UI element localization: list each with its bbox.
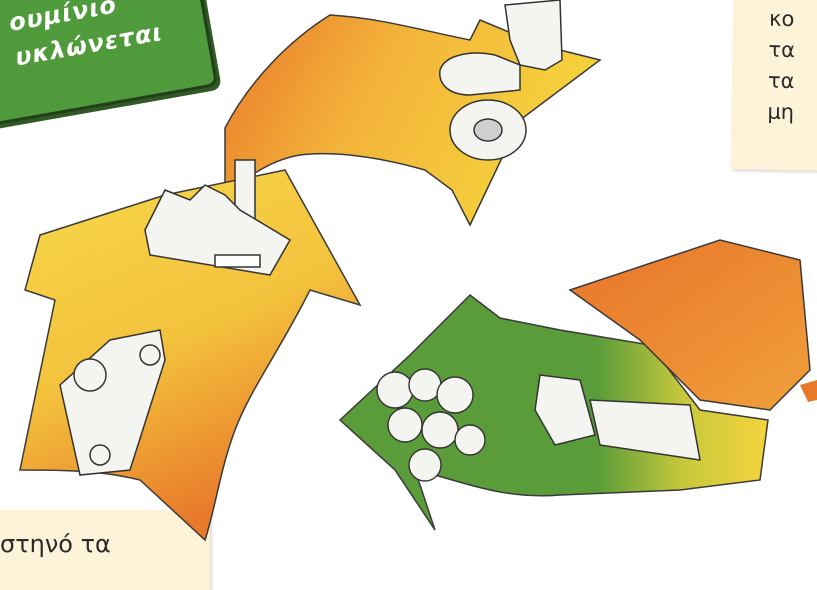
truck-wheel-sketch-2 — [140, 345, 160, 365]
bottom-arrow — [340, 240, 810, 530]
can-sketch-3 — [437, 377, 473, 413]
can-sketch-1 — [377, 372, 413, 408]
can-sketch-5 — [422, 412, 458, 448]
shoe-sketch — [440, 53, 520, 95]
can-sketch-2 — [409, 369, 441, 401]
truck-wheel-sketch — [74, 359, 106, 391]
left-arrow — [20, 160, 360, 540]
can-sketch-6 — [455, 425, 485, 455]
truck-wheel-sketch-3 — [90, 445, 110, 465]
can-rim-sketch — [474, 119, 502, 141]
factory-window-sketch — [215, 255, 260, 267]
can-sketch-7 — [409, 449, 441, 481]
recycling-illustration — [0, 0, 817, 565]
can-sketch-4 — [388, 408, 422, 442]
right-edge-orange-mark — [800, 380, 817, 402]
